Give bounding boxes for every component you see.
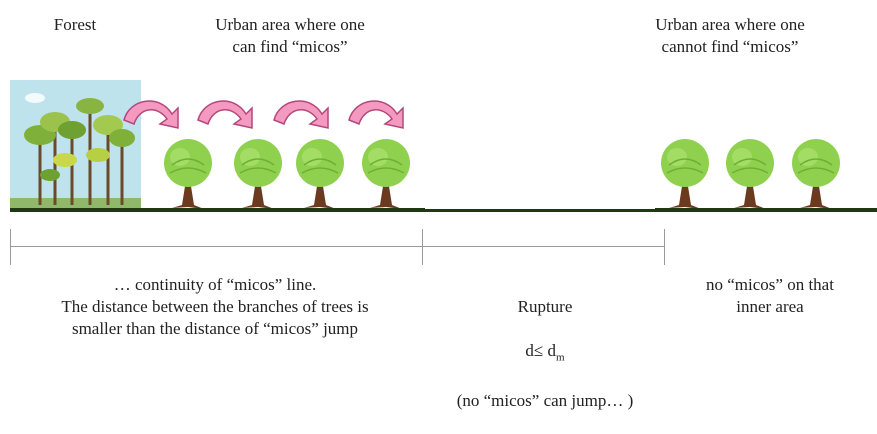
tree-icon [792,139,840,209]
rupture-formula: d≤ dm [430,340,660,368]
tree-icon [164,139,212,209]
tree-icon [726,139,774,209]
rupture-block: Rupture d≤ dm (no “micos” can jump… ) [430,274,660,434]
ground-line-left [10,208,425,212]
rupture-title: Rupture [517,297,573,316]
continuity-label: … continuity of “micos” line. The distan… [61,275,369,338]
urban-no-micos-label: Urban area where one cannot find “micos” [655,15,805,56]
tree-icon [296,139,344,209]
tree-icon [661,139,709,209]
jump-arrow-icon [348,100,404,129]
scale-tick-start [10,229,11,265]
scale-tick-end [664,229,665,265]
tree-icon [362,139,410,209]
jump-arrow-icon [197,100,253,129]
forest-icon [10,80,141,210]
no-micos-label: no “micos” on that inner area [706,275,834,316]
ground-line-right [655,208,877,212]
tree-icon [234,139,282,209]
rupture-formula-subscript: m [556,351,565,364]
scale-tick-middle [422,229,423,265]
urban-micos-label: Urban area where one can find “micos” [215,15,365,56]
ground-line-rupture [425,209,655,212]
rupture-note: (no “micos” can jump… ) [456,391,634,411]
jump-arrow-icon [273,100,329,129]
jump-arrow-icon [123,100,179,129]
scale-line [10,246,665,247]
forest-label: Forest [53,15,97,34]
